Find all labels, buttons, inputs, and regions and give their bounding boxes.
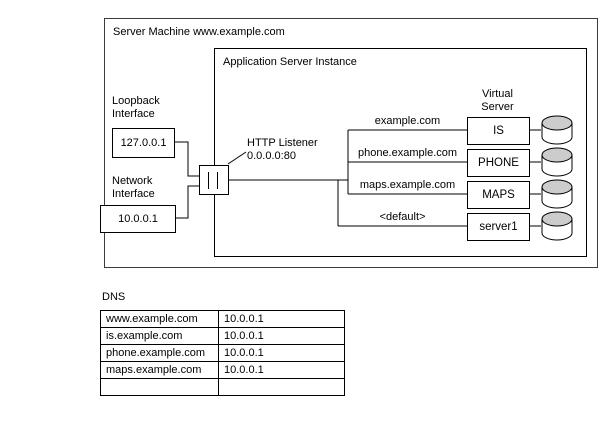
dns-host-cell: phone.example.com: [100, 344, 219, 362]
virtual-server-name: server1: [479, 221, 518, 233]
server-machine-title: Server Machine www.example.com: [113, 26, 285, 38]
listener-bar-icon: [208, 172, 209, 189]
database-cylinder-icon: [541, 147, 573, 177]
dns-ip-cell: 10.0.0.1: [218, 310, 345, 328]
network-interface-label: Network Interface: [112, 175, 155, 200]
dns-table-row: www.example.com 10.0.0.1: [100, 310, 345, 328]
dns-host-cell: www.example.com: [100, 310, 219, 328]
virtual-server-box-is: IS: [467, 117, 530, 145]
dns-ip-cell: 10.0.0.1: [218, 361, 345, 379]
loopback-interface-label: Loopback Interface: [112, 95, 160, 120]
dns-label: DNS: [102, 291, 126, 303]
virtual-server-box-phone: PHONE: [467, 149, 530, 177]
application-server-instance-title: Application Server Instance: [223, 56, 357, 68]
dns-ip-cell: 10.0.0.1: [218, 344, 345, 362]
listener-bar-icon: [217, 172, 218, 189]
dns-host-cell: maps.example.com: [100, 361, 219, 379]
virtual-server-box-maps: MAPS: [467, 181, 530, 209]
loopback-address-box: 127.0.0.1: [112, 128, 175, 158]
dns-table-row: [100, 378, 345, 396]
dns-ip-cell: 10.0.0.1: [218, 327, 345, 345]
dns-table-row: maps.example.com 10.0.0.1: [100, 361, 345, 379]
network-address: 10.0.0.1: [118, 213, 158, 225]
loopback-address: 127.0.0.1: [120, 137, 167, 149]
database-cylinder-icon: [541, 211, 573, 241]
database-cylinder-icon: [541, 115, 573, 145]
virtual-server-heading: Virtual Server: [481, 88, 514, 113]
virtual-server-name: IS: [493, 125, 504, 137]
route-host-default: <default>: [379, 211, 426, 223]
http-listener-box: [199, 165, 229, 195]
dns-table: www.example.com 10.0.0.1 is.example.com …: [100, 310, 345, 396]
dns-host-cell: is.example.com: [100, 327, 219, 345]
virtual-server-box-server1: server1: [467, 213, 530, 241]
dns-host-cell: [100, 378, 219, 396]
http-listener-label: HTTP Listener 0.0.0.0:80: [247, 137, 318, 162]
route-host-example: example.com: [374, 115, 441, 127]
server-machine-box: [104, 18, 598, 268]
dns-table-row: phone.example.com 10.0.0.1: [100, 344, 345, 362]
dns-table-row: is.example.com 10.0.0.1: [100, 327, 345, 345]
virtual-server-name: PHONE: [478, 157, 519, 169]
virtual-server-name: MAPS: [482, 189, 515, 201]
route-host-maps: maps.example.com: [359, 179, 456, 191]
dns-ip-cell: [218, 378, 345, 396]
network-address-box: 10.0.0.1: [100, 205, 176, 233]
application-server-instance-box: [214, 48, 587, 257]
database-cylinder-icon: [541, 179, 573, 209]
route-host-phone: phone.example.com: [357, 147, 458, 159]
